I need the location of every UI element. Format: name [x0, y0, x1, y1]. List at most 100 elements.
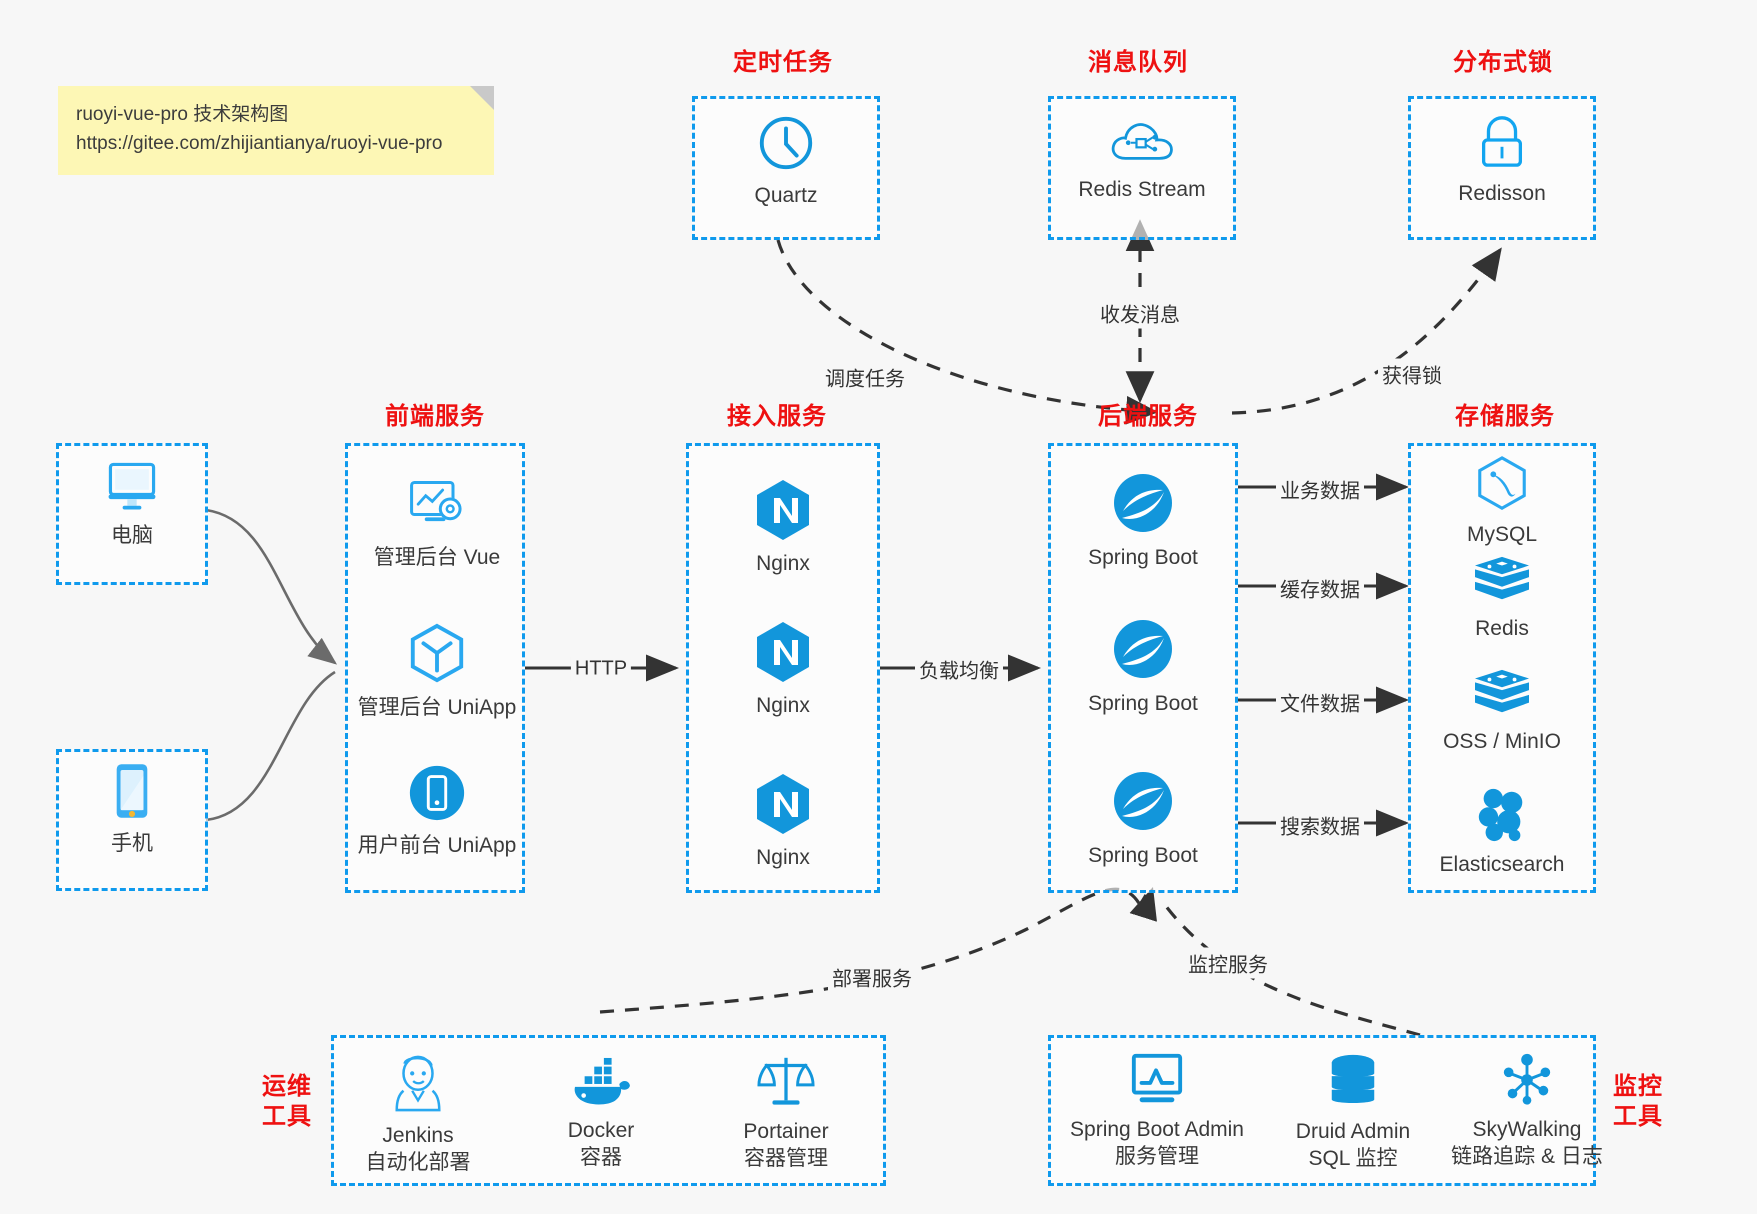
- title-note: ruoyi-vue-pro 技术架构图 https://gitee.com/zh…: [58, 86, 494, 175]
- node-label: Redisson: [1458, 182, 1546, 205]
- node-spring-boot-1[interactable]: Spring Boot: [1048, 470, 1238, 571]
- node-mobile[interactable]: 手机: [37, 760, 227, 857]
- edge-label-business-data: 业务数据: [1276, 473, 1364, 505]
- portainer-scale-icon: [755, 1052, 817, 1110]
- edge-label-monitor-service: 监控服务: [1184, 947, 1272, 979]
- oss-minio-icon: [1471, 666, 1533, 720]
- node-label: 管理后台 Vue: [373, 546, 501, 569]
- note-line-url: https://gitee.com/zhijiantianya/ruoyi-vu…: [76, 133, 443, 155]
- group-monitoring: [1048, 1035, 1596, 1186]
- group-title-frontend: 前端服务: [385, 403, 485, 430]
- node-sublabel: 容器管理: [744, 1147, 828, 1171]
- edge-label-file-data: 文件数据: [1276, 686, 1364, 718]
- jenkins-icon: [389, 1052, 447, 1114]
- node-oss-minio[interactable]: OSS / MinIO: [1407, 666, 1597, 755]
- mobile-icon: [110, 760, 154, 822]
- group-title-scheduled-task: 定时任务: [733, 49, 833, 76]
- edge-devops-to-backend: [599, 887, 1142, 1014]
- group-title-backend: 后端服务: [1098, 403, 1198, 430]
- node-mysql[interactable]: MySQL: [1407, 455, 1597, 548]
- elasticsearch-icon: [1473, 785, 1531, 843]
- node-sublabel: 服务管理: [1115, 1145, 1199, 1169]
- spring-boot-icon: [1110, 470, 1176, 536]
- edge-label-send-receive-message: 收发消息: [1096, 297, 1184, 329]
- node-druid-admin[interactable]: Druid Admin SQL 监控: [1258, 1052, 1448, 1173]
- group-message-queue: [1048, 96, 1236, 240]
- note-line-title: ruoyi-vue-pro 技术架构图: [76, 104, 289, 125]
- node-sublabel: SQL 监控: [1308, 1147, 1398, 1171]
- devops-title-line-1: 运维: [262, 1073, 312, 1100]
- node-label: MySQL: [1466, 523, 1537, 546]
- nginx-icon: [754, 772, 812, 836]
- node-spring-boot-admin[interactable]: Spring Boot Admin 服务管理: [1042, 1052, 1272, 1171]
- node-label: Quartz: [754, 184, 818, 207]
- node-spring-boot-3[interactable]: Spring Boot: [1048, 768, 1238, 869]
- node-docker[interactable]: Docker 容器: [506, 1057, 696, 1172]
- nginx-icon: [754, 478, 812, 542]
- node-desktop[interactable]: 电脑: [37, 458, 227, 549]
- node-label: 电脑: [111, 524, 153, 547]
- database-icon: [1325, 1052, 1381, 1110]
- hexagon-cube-icon: [406, 622, 468, 686]
- node-label: Redis: [1475, 617, 1529, 640]
- group-title-monitoring: 监控 工具: [1613, 1072, 1663, 1132]
- docker-icon: [569, 1057, 633, 1109]
- node-nginx-2[interactable]: Nginx: [688, 620, 878, 719]
- node-nginx-1[interactable]: Nginx: [688, 478, 878, 577]
- node-skywalking[interactable]: SkyWalking 链路追踪 & 日志: [1422, 1052, 1632, 1171]
- edge-bottom-into-backend: [1129, 886, 1157, 922]
- edge-label-load-balance: 负载均衡: [915, 653, 1003, 685]
- node-spring-boot-2[interactable]: Spring Boot: [1048, 616, 1238, 717]
- node-label: Nginx: [756, 846, 810, 869]
- devops-title-line-2: 工具: [262, 1103, 312, 1130]
- node-label: Spring Boot Admin: [1070, 1118, 1244, 1141]
- node-quartz[interactable]: Quartz: [691, 112, 881, 209]
- node-label: 管理后台 UniApp: [357, 696, 517, 719]
- group-title-distributed-lock: 分布式锁: [1453, 49, 1553, 76]
- node-label: Elasticsearch: [1439, 853, 1565, 876]
- node-jenkins[interactable]: Jenkins 自动化部署: [323, 1052, 513, 1177]
- node-label: Docker: [567, 1119, 635, 1142]
- node-admin-vue[interactable]: 管理后台 Vue: [342, 478, 532, 571]
- cloud-stream-icon: [1109, 112, 1175, 168]
- node-label: Portainer: [743, 1120, 829, 1143]
- spring-boot-icon: [1110, 768, 1176, 834]
- node-elasticsearch[interactable]: Elasticsearch: [1407, 785, 1597, 878]
- edge-label-acquire-lock: 获得锁: [1378, 358, 1446, 390]
- node-sublabel: 自动化部署: [365, 1151, 471, 1175]
- node-portainer[interactable]: Portainer 容器管理: [691, 1052, 881, 1173]
- note-fold-corner: [470, 86, 494, 110]
- node-label: Jenkins: [382, 1124, 454, 1147]
- node-label: Nginx: [756, 552, 810, 575]
- group-title-devops: 运维 工具: [262, 1072, 312, 1132]
- node-label: Spring Boot: [1088, 692, 1198, 715]
- monitoring-title-line-2: 工具: [1613, 1103, 1663, 1130]
- edge-label-deploy-service: 部署服务: [828, 961, 916, 993]
- node-redis-stream[interactable]: Redis Stream: [1047, 112, 1237, 203]
- mobile-circle-icon: [406, 762, 468, 824]
- group-title-message-queue: 消息队列: [1088, 49, 1188, 76]
- node-user-uniapp[interactable]: 用户前台 UniApp: [342, 762, 532, 859]
- node-redis[interactable]: Redis: [1407, 553, 1597, 642]
- node-redisson[interactable]: Redisson: [1407, 110, 1597, 207]
- clock-icon: [755, 112, 817, 174]
- node-admin-uniapp[interactable]: 管理后台 UniApp: [342, 622, 532, 721]
- dashboard-gear-icon: [405, 478, 469, 536]
- group-title-gateway: 接入服务: [727, 403, 827, 430]
- node-nginx-3[interactable]: Nginx: [688, 772, 878, 871]
- spring-boot-icon: [1110, 616, 1176, 682]
- node-sublabel: 链路追踪 & 日志: [1451, 1145, 1603, 1169]
- monitoring-title-line-1: 监控: [1613, 1073, 1663, 1100]
- mysql-icon: [1473, 455, 1531, 513]
- edge-label-schedule-task: 调度任务: [821, 361, 909, 393]
- edge-devops-joint: [1138, 894, 1148, 906]
- edge-label-search-data: 搜索数据: [1276, 809, 1364, 841]
- node-sublabel: 容器: [580, 1146, 622, 1170]
- node-label: SkyWalking: [1472, 1118, 1582, 1141]
- lock-icon: [1473, 110, 1531, 172]
- edge-label-cache-data: 缓存数据: [1276, 572, 1364, 604]
- node-label: OSS / MinIO: [1443, 730, 1561, 753]
- redis-icon: [1471, 553, 1533, 607]
- edge-label-http: HTTP: [570, 656, 632, 682]
- node-label: 用户前台 UniApp: [357, 834, 517, 857]
